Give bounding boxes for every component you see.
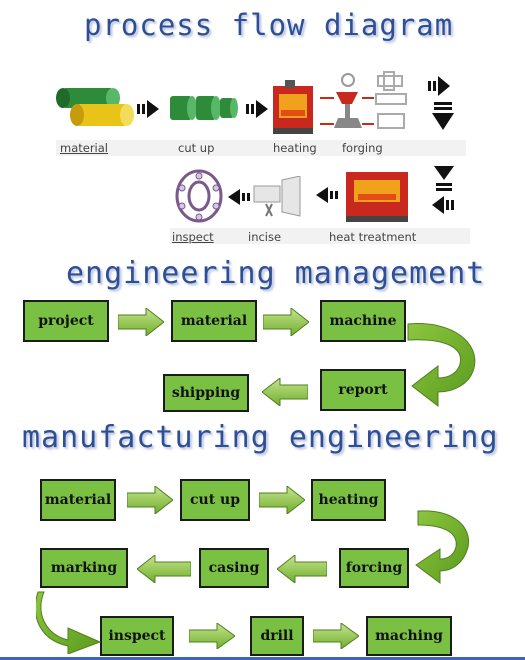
eng-arrow-left-icon — [262, 378, 308, 406]
mfg-arrow-left-icon — [277, 555, 327, 583]
bottom-divider — [0, 657, 525, 660]
eng-box-machine: machine — [320, 300, 406, 342]
process-flow-heading: process flow diagram — [84, 8, 454, 42]
process-label-incise: incise — [248, 230, 282, 244]
eng-box-report: report — [320, 369, 406, 411]
mfg-box-inspect: inspect — [100, 616, 174, 656]
mfg-arrow-right-icon — [259, 486, 305, 514]
eng-box-project: project — [23, 300, 109, 342]
mfg-arrow-left-icon — [137, 555, 191, 583]
furnace-icon — [273, 80, 313, 134]
flow-arrow-left-icon — [228, 189, 250, 205]
process-label-forging: forging — [342, 141, 383, 155]
heat-treatment-furnace-icon — [346, 172, 408, 222]
process-label-heating: heating — [273, 141, 317, 155]
down-arrow-icon — [434, 166, 454, 191]
mfg-box-material: material — [40, 479, 116, 521]
down-arrow-icon — [432, 102, 454, 130]
forging-press-icon — [320, 71, 407, 129]
flow-arrow-left-icon — [432, 196, 454, 214]
mfg-arrow-right-icon — [189, 623, 235, 649]
process-label-heat-treatment: heat treatment — [329, 230, 417, 244]
mfg-arrow-right-icon — [313, 623, 359, 649]
mfg-curved-arrow-icon — [415, 510, 470, 584]
flow-arrow-left-icon — [316, 187, 338, 203]
mfg-box-heating: heating — [311, 479, 386, 521]
process-label-material: material — [60, 141, 108, 155]
flow-arrow-icon — [428, 76, 450, 96]
engineering-management-heading: engineering management — [66, 256, 486, 291]
flow-arrow-icon — [137, 100, 159, 118]
mfg-box-forcing: forcing — [339, 548, 409, 588]
mfg-box-drill: drill — [250, 616, 304, 656]
material-cylinders-icon — [56, 88, 134, 126]
mfg-box-maching: maching — [366, 616, 452, 656]
flow-arrow-icon — [246, 100, 268, 118]
eng-box-shipping: shipping — [163, 374, 249, 412]
mfg-arrow-right-icon — [127, 486, 173, 514]
cut-up-cylinders-icon — [170, 96, 238, 120]
mfg-box-casing: casing — [199, 548, 269, 588]
eng-arrow-right-icon — [263, 308, 309, 336]
eng-curved-arrow-icon — [407, 323, 476, 408]
inspect-ring-icon — [175, 169, 223, 223]
process-label-inspect: inspect — [172, 230, 214, 244]
mfg-box-marking: marking — [40, 548, 128, 588]
mfg-box-cut-up: cut up — [180, 479, 250, 521]
mfg-curved-arrow-down-icon — [36, 591, 102, 654]
incise-tool-icon — [253, 176, 301, 217]
manufacturing-engineering-heading: manufacturing engineering — [22, 420, 499, 455]
eng-arrow-right-icon — [118, 308, 164, 336]
eng-box-material: material — [171, 300, 257, 342]
process-label-cut-up: cut up — [178, 141, 215, 155]
